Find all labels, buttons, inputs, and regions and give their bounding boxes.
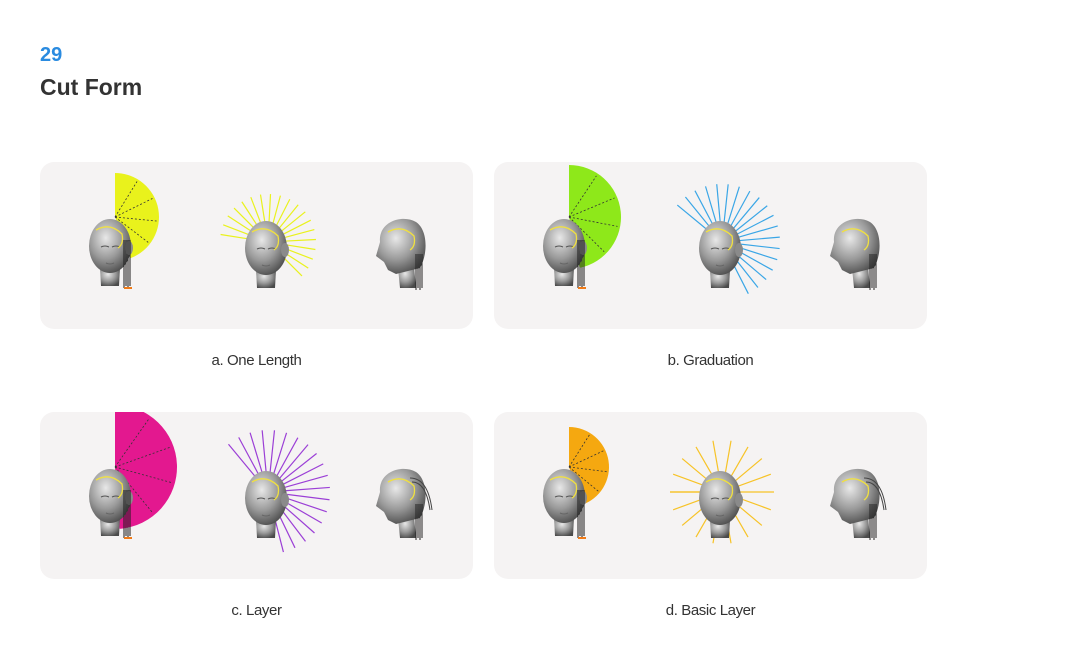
hair-strands — [123, 240, 131, 288]
panel-graduation — [494, 162, 927, 329]
hair-strands — [123, 490, 131, 538]
cut-form-illustration — [89, 173, 426, 290]
hair-strands — [577, 490, 585, 538]
caption-graduation: b. Graduation — [667, 352, 754, 369]
panel-layer — [40, 412, 473, 579]
hair-strands — [869, 254, 877, 290]
panel-basic-layer — [494, 412, 927, 579]
cut-form-illustration — [543, 165, 880, 294]
caption-basic-layer: d. Basic Layer — [665, 602, 756, 619]
mannequin-head — [699, 471, 743, 538]
hair-strands — [577, 240, 585, 288]
page-title: Cut Form — [40, 74, 143, 100]
mannequin-profile — [376, 218, 426, 288]
cut-form-illustration — [543, 427, 887, 544]
panel-one-length — [40, 162, 473, 329]
cut-form-illustration — [89, 412, 433, 553]
hair-strands — [415, 254, 423, 290]
projection-lines — [220, 194, 316, 277]
caption-layer: c. Layer — [231, 602, 282, 619]
page-number: 29 — [40, 44, 63, 66]
mannequin-profile — [830, 468, 880, 538]
hair-strands — [415, 504, 423, 540]
caption-one-length: a. One Length — [211, 352, 302, 369]
mannequin-profile — [830, 218, 880, 288]
hair-strands — [869, 504, 877, 540]
mannequin-profile — [376, 468, 426, 538]
